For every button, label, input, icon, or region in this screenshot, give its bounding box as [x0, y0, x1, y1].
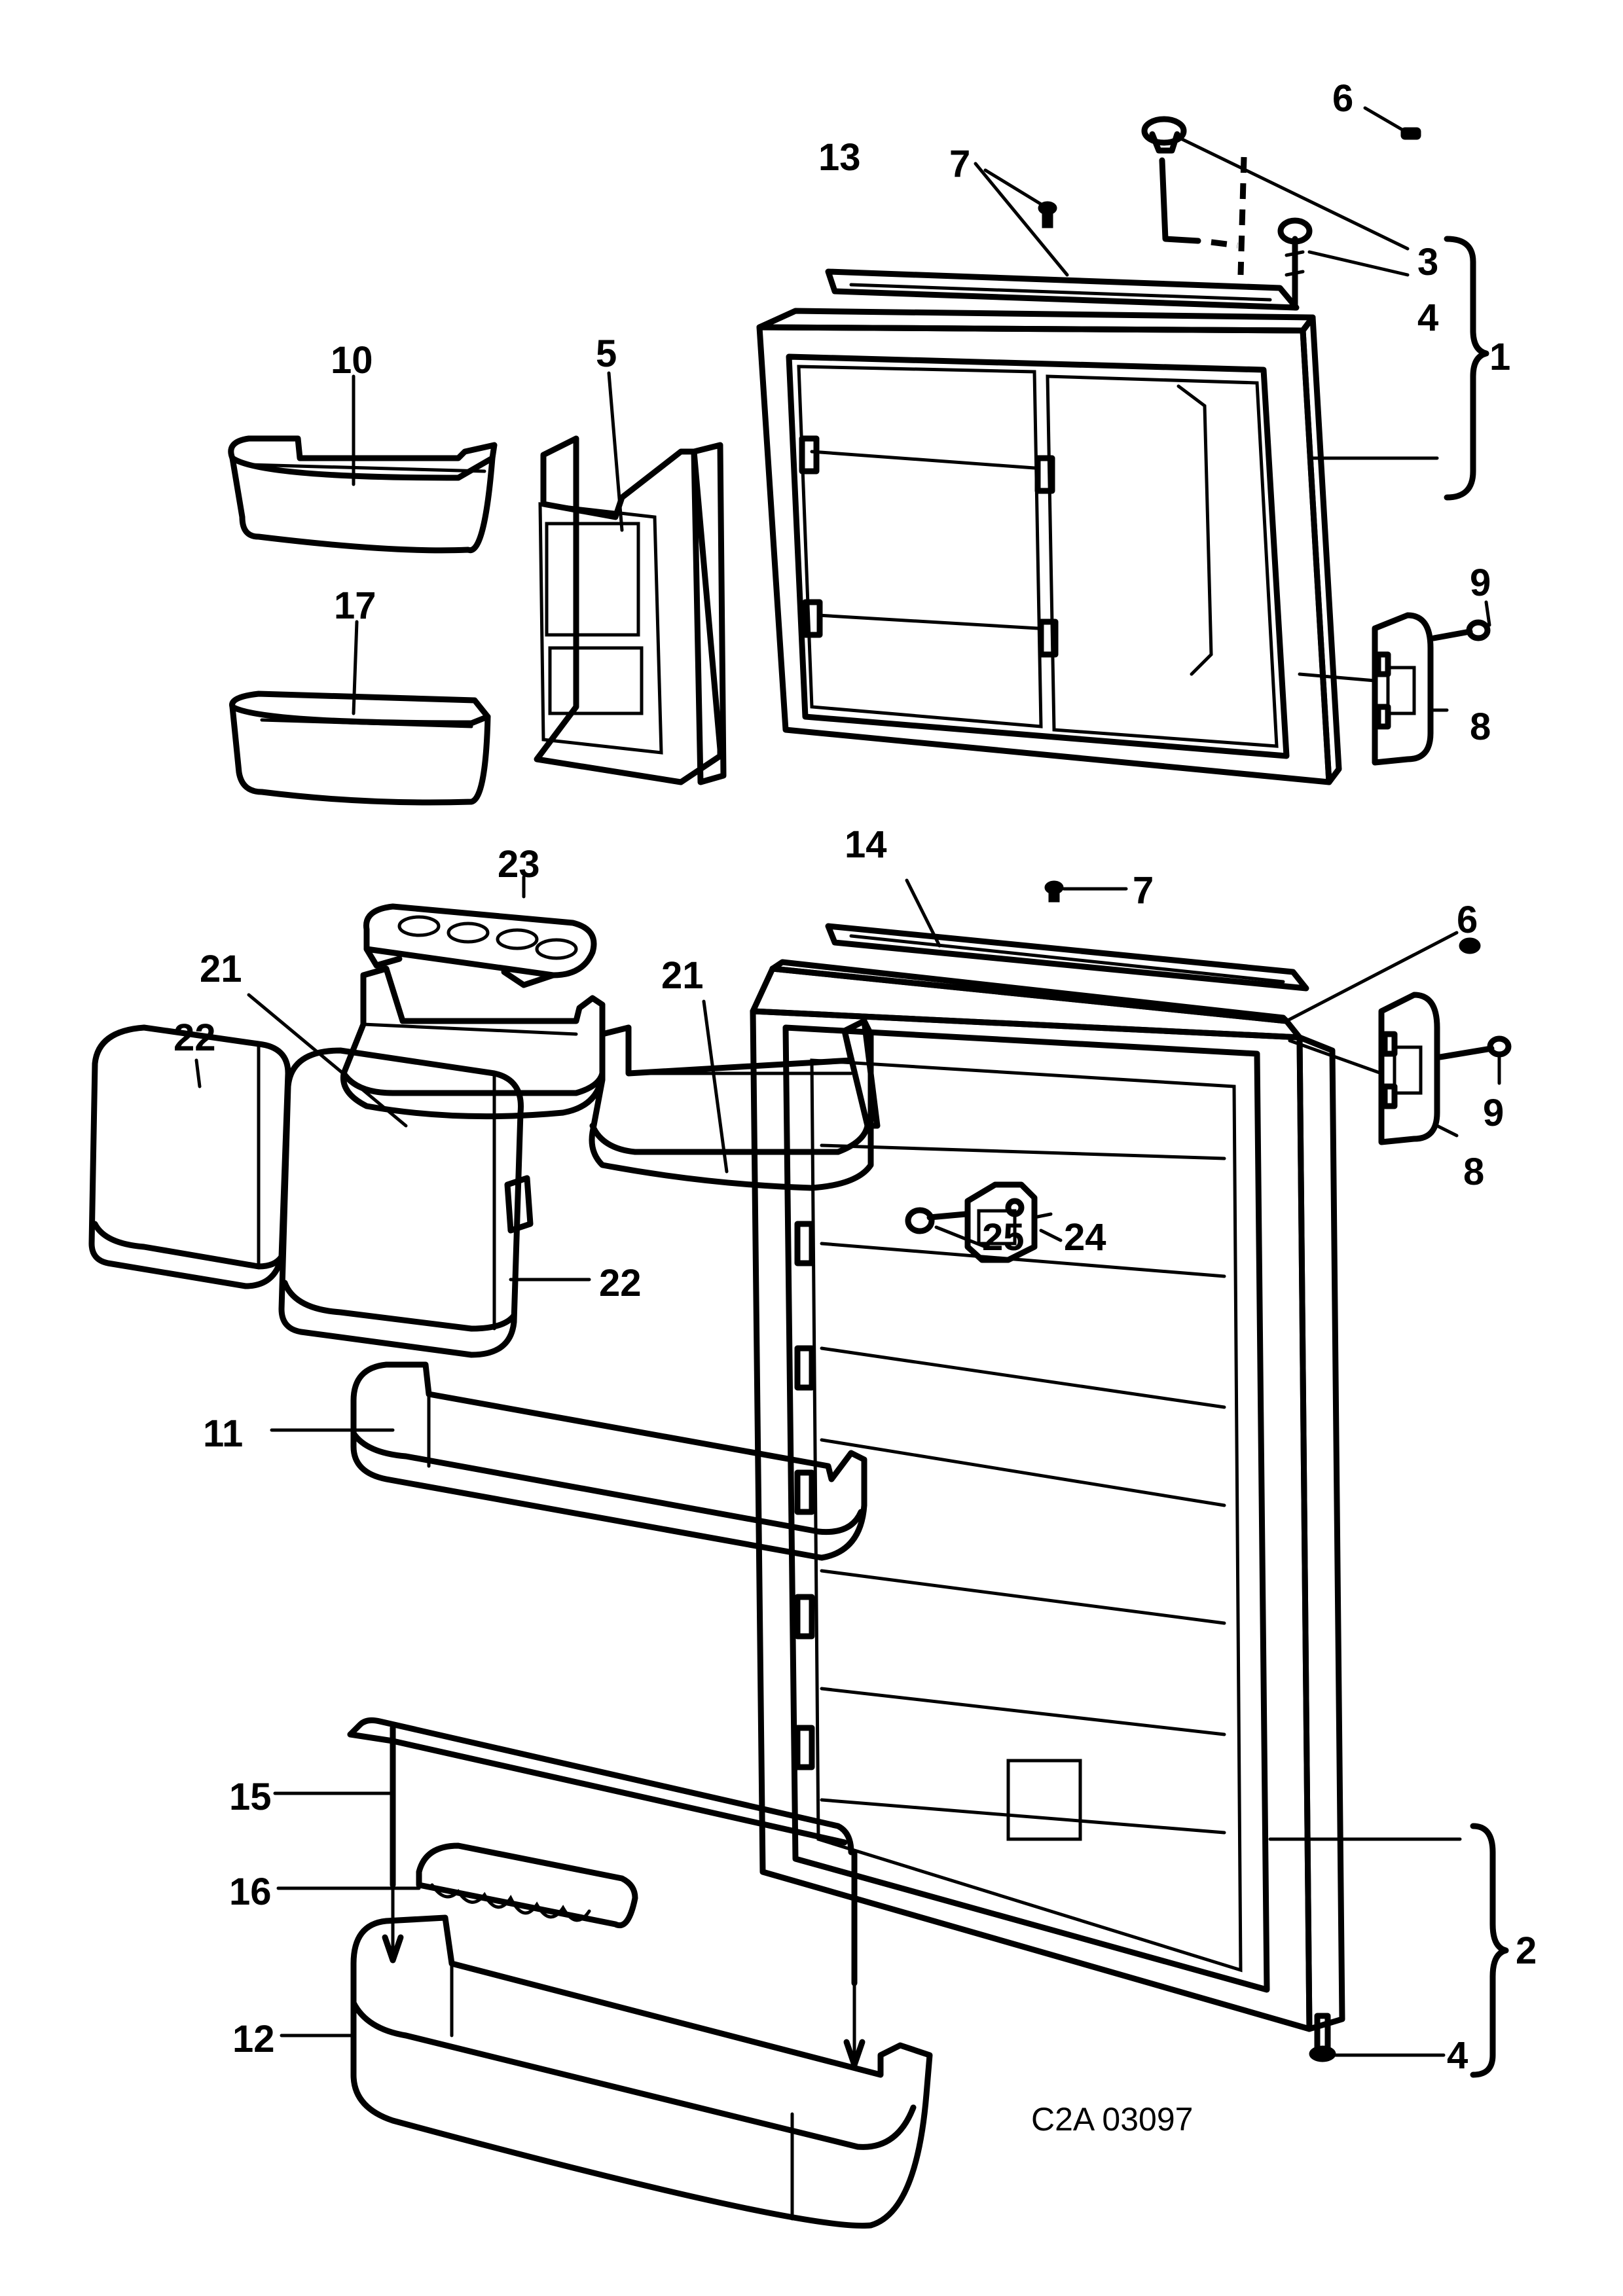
- door-shelf-21-left: [340, 965, 606, 1120]
- screws-upper: [1038, 116, 1491, 641]
- callout-17: 17: [334, 584, 376, 627]
- freezer-door-assembly: [756, 308, 1342, 785]
- screws-lower: [1044, 880, 1512, 2062]
- callout-9-bottom: 9: [1483, 1092, 1504, 1134]
- bottom-door-bin-12: [350, 1914, 933, 2229]
- callout-1: 1: [1489, 336, 1510, 378]
- callout-5: 5: [596, 332, 617, 375]
- fresh-food-hinge-bracket: [1378, 992, 1440, 1145]
- callout-21-right: 21: [661, 954, 704, 997]
- butter-compartment-22-right: [278, 1047, 534, 1358]
- freezer-door-gasket-strip: [825, 268, 1300, 311]
- callout-13: 13: [818, 136, 861, 179]
- callout-6-bottom: 6: [1457, 899, 1478, 941]
- door-shelf-11: [350, 1361, 867, 1561]
- callout-14: 14: [845, 823, 887, 866]
- callout-12: 12: [232, 2018, 275, 2060]
- callout-2: 2: [1516, 1929, 1537, 1972]
- butter-compartment-22-left: [88, 1024, 291, 1289]
- assembly-brace-1: [1444, 236, 1489, 501]
- leader-lines: [194, 106, 1501, 2068]
- door-stop-pin-path: [1159, 156, 1247, 276]
- callout-4-top: 4: [1417, 296, 1438, 339]
- diagram-code: C2A 03097: [1031, 2101, 1193, 2138]
- callout-4-bottom: 4: [1447, 2034, 1468, 2077]
- callout-7-top: 7: [949, 143, 970, 185]
- callout-11: 11: [203, 1412, 243, 1455]
- callout-25: 25: [982, 1216, 1025, 1259]
- door-shelf-21-right: [589, 1018, 881, 1191]
- callout-15: 15: [229, 1776, 272, 1818]
- callout-16: 16: [229, 1871, 272, 1913]
- callout-10: 10: [331, 339, 373, 382]
- freezer-can-dispenser-5: [534, 435, 727, 785]
- fresh-food-gasket-strip: [825, 923, 1309, 992]
- callout-8-bottom: 8: [1463, 1151, 1484, 1193]
- bottle-divider-16: [416, 1842, 638, 1928]
- fresh-food-door-assembly: [750, 959, 1345, 2032]
- freezer-shelf-bin-17: [229, 691, 491, 806]
- egg-tray-23: [363, 903, 597, 988]
- assembly-brace-2: [1470, 1823, 1509, 2078]
- callout-8-top: 8: [1470, 706, 1491, 748]
- callout-3: 3: [1417, 241, 1438, 283]
- freezer-shelf-bin-10: [228, 435, 498, 554]
- callout-24: 24: [1064, 1216, 1106, 1259]
- callout-9-top: 9: [1470, 562, 1491, 604]
- freezer-hinge-bracket: [1372, 612, 1434, 766]
- callout-labels: 6 13 7 3 4 1 10 5 17 9 8 14 7 23 6 21 21…: [173, 77, 1537, 2138]
- alarm-plunger-25: [905, 1207, 969, 1234]
- retainer-bar-15: [347, 1717, 858, 1986]
- door-alarm-switch-24: [964, 1181, 1038, 1263]
- callout-23: 23: [498, 843, 540, 886]
- callout-6-top: 6: [1332, 77, 1353, 120]
- callout-21-left: 21: [200, 948, 242, 990]
- callout-7-bottom: 7: [1133, 869, 1154, 912]
- callout-22-right: 22: [599, 1262, 642, 1304]
- callout-22-left: 22: [173, 1016, 216, 1059]
